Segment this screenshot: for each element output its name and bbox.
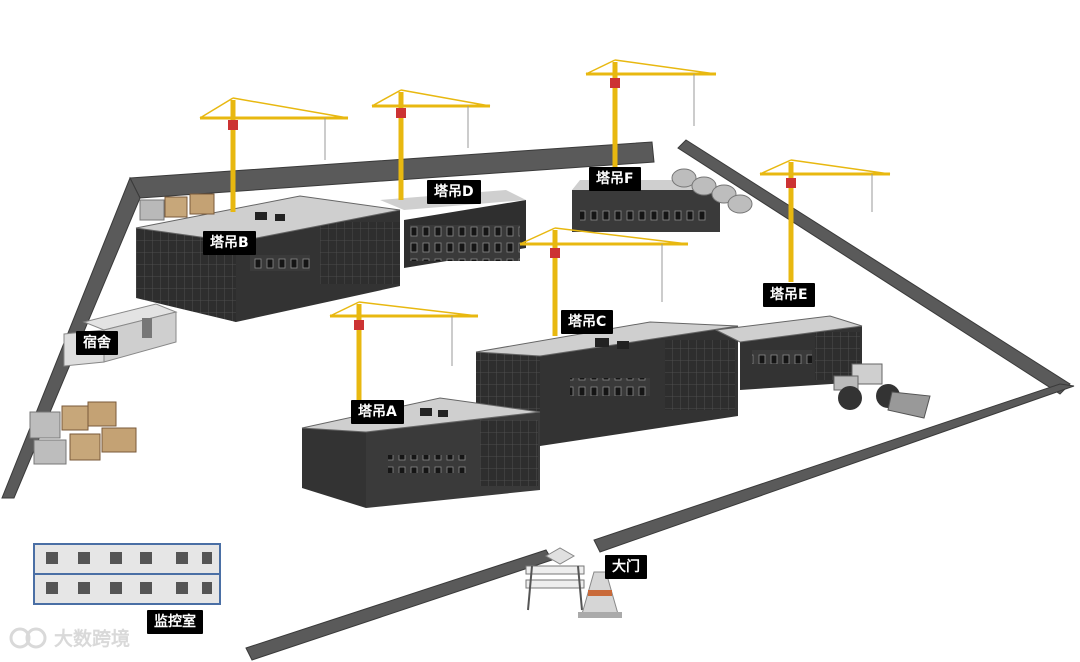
label-crane-f: 塔吊F [589,167,641,191]
tower-crane-d [371,89,491,200]
label-dormitory: 宿舍 [76,331,118,355]
tower-crane-a [329,301,479,406]
tower-crane-f [585,59,717,172]
building-c [475,321,739,446]
tower-crane-b [199,97,349,212]
label-crane-c: 塔吊C [561,310,614,334]
tower-crane-c [519,227,689,336]
gate-barrier [525,547,585,611]
bulldozer [833,363,931,419]
watermark-text: 大数跨境 [54,628,131,650]
traffic-cone [578,571,622,618]
label-crane-a: 塔吊A [351,400,404,424]
concrete-pipes [671,168,753,214]
material-pallets-b [139,193,215,221]
label-gate: 大门 [605,555,647,579]
label-crane-b: 塔吊B [203,231,256,255]
material-pallets [29,401,137,465]
watermark: 大数跨境 [8,624,130,651]
watermark-logo-icon [9,627,47,648]
label-crane-d: 塔吊D [427,180,481,204]
building-a [301,397,541,508]
tower-crane-e [759,159,891,282]
building-d [380,190,526,268]
monitor-room-containers [33,543,221,605]
label-crane-e: 塔吊E [763,283,815,307]
building-e [714,315,863,390]
label-monitor-room: 监控室 [147,610,203,634]
